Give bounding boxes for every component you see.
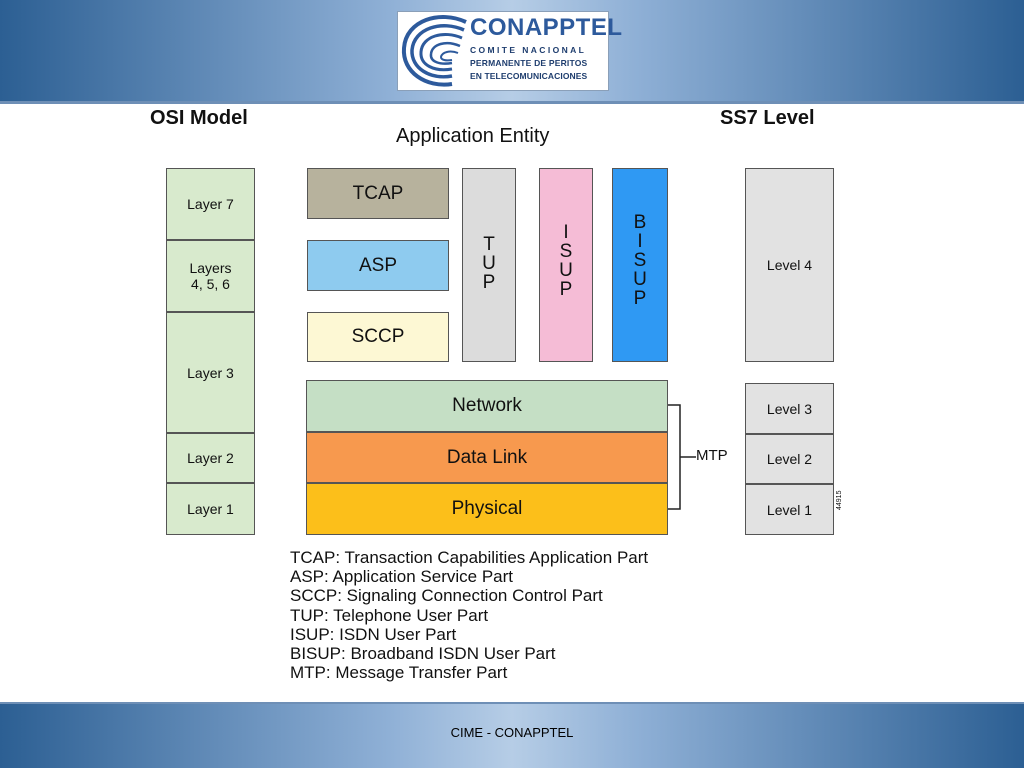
sccp-box: SCCP bbox=[307, 312, 449, 362]
osi-layer-2: Layer 2 bbox=[166, 433, 255, 483]
tup-box: T U P bbox=[462, 168, 516, 362]
figure-id: 44915 bbox=[836, 490, 843, 510]
tup-letter: U bbox=[482, 253, 496, 274]
legend-item: ASP: Application Service Part bbox=[290, 567, 514, 587]
osi-layer-7: Layer 7 bbox=[166, 168, 255, 240]
legend-item: ISUP: ISDN User Part bbox=[290, 624, 457, 644]
osi-layer-1: Layer 1 bbox=[166, 483, 255, 535]
isup-letter: S bbox=[559, 241, 573, 262]
ss7-level-heading: SS7 Level bbox=[720, 107, 815, 129]
footer-band bbox=[0, 702, 1024, 768]
isup-letter: P bbox=[559, 279, 573, 300]
isup-letter: I bbox=[563, 222, 569, 243]
asp-box: ASP bbox=[307, 240, 449, 291]
ss7-level-4: Level 4 bbox=[745, 168, 834, 362]
logo-subtitle-3: EN TELECOMUNICACIONES bbox=[470, 71, 588, 81]
physical-layer-box: Physical bbox=[306, 483, 668, 535]
osi-layers-4-5-6: Layers 4, 5, 6 bbox=[166, 240, 255, 312]
legend-item: SCCP: Signaling Connection Control Part bbox=[290, 586, 603, 606]
network-layer-box: Network bbox=[306, 380, 668, 432]
legend-item: TCAP: Transaction Capabilities Applicati… bbox=[290, 548, 649, 567]
conapptel-logo: CONAPPTEL COMITE NACIONAL PERMANENTE DE … bbox=[397, 11, 622, 91]
bisup-letter: S bbox=[633, 250, 647, 271]
osi-layer-3: Layer 3 bbox=[166, 312, 255, 433]
mtp-bracket bbox=[668, 404, 696, 510]
osi-model-heading: OSI Model bbox=[150, 107, 248, 129]
tup-letter: T bbox=[483, 234, 495, 255]
logo-subtitle-1: COMITE NACIONAL bbox=[470, 45, 587, 55]
bisup-letter: P bbox=[633, 288, 647, 309]
legend-item: MTP: Message Transfer Part bbox=[290, 663, 508, 683]
bisup-box: B I S U P bbox=[612, 168, 668, 362]
logo-name: CONAPPTEL bbox=[470, 14, 623, 41]
legend-item: BISUP: Broadband ISDN User Part bbox=[290, 644, 556, 664]
ss7-level-2: Level 2 bbox=[745, 434, 834, 484]
footer-text: CIME - CONAPPTEL bbox=[450, 725, 574, 740]
mtp-label: MTP bbox=[696, 447, 728, 464]
tup-letter: P bbox=[482, 272, 496, 293]
bisup-letter: U bbox=[633, 269, 647, 290]
data-link-layer-box: Data Link bbox=[306, 432, 668, 483]
bisup-letter: I bbox=[637, 231, 643, 252]
ss7-level-1: Level 1 bbox=[745, 484, 834, 535]
legend: TCAP: Transaction Capabilities Applicati… bbox=[290, 548, 648, 682]
isup-box: I S U P bbox=[539, 168, 593, 362]
isup-letter: U bbox=[559, 260, 573, 281]
ss7-level-3: Level 3 bbox=[745, 383, 834, 434]
logo-swirl-icon bbox=[401, 15, 467, 87]
application-entity-heading: Application Entity bbox=[396, 125, 550, 147]
legend-item: TUP: Telephone User Part bbox=[290, 605, 489, 625]
tcap-box: TCAP bbox=[307, 168, 449, 219]
logo-subtitle-2: PERMANENTE DE PERITOS bbox=[470, 58, 588, 68]
bisup-letter: B bbox=[633, 212, 647, 233]
